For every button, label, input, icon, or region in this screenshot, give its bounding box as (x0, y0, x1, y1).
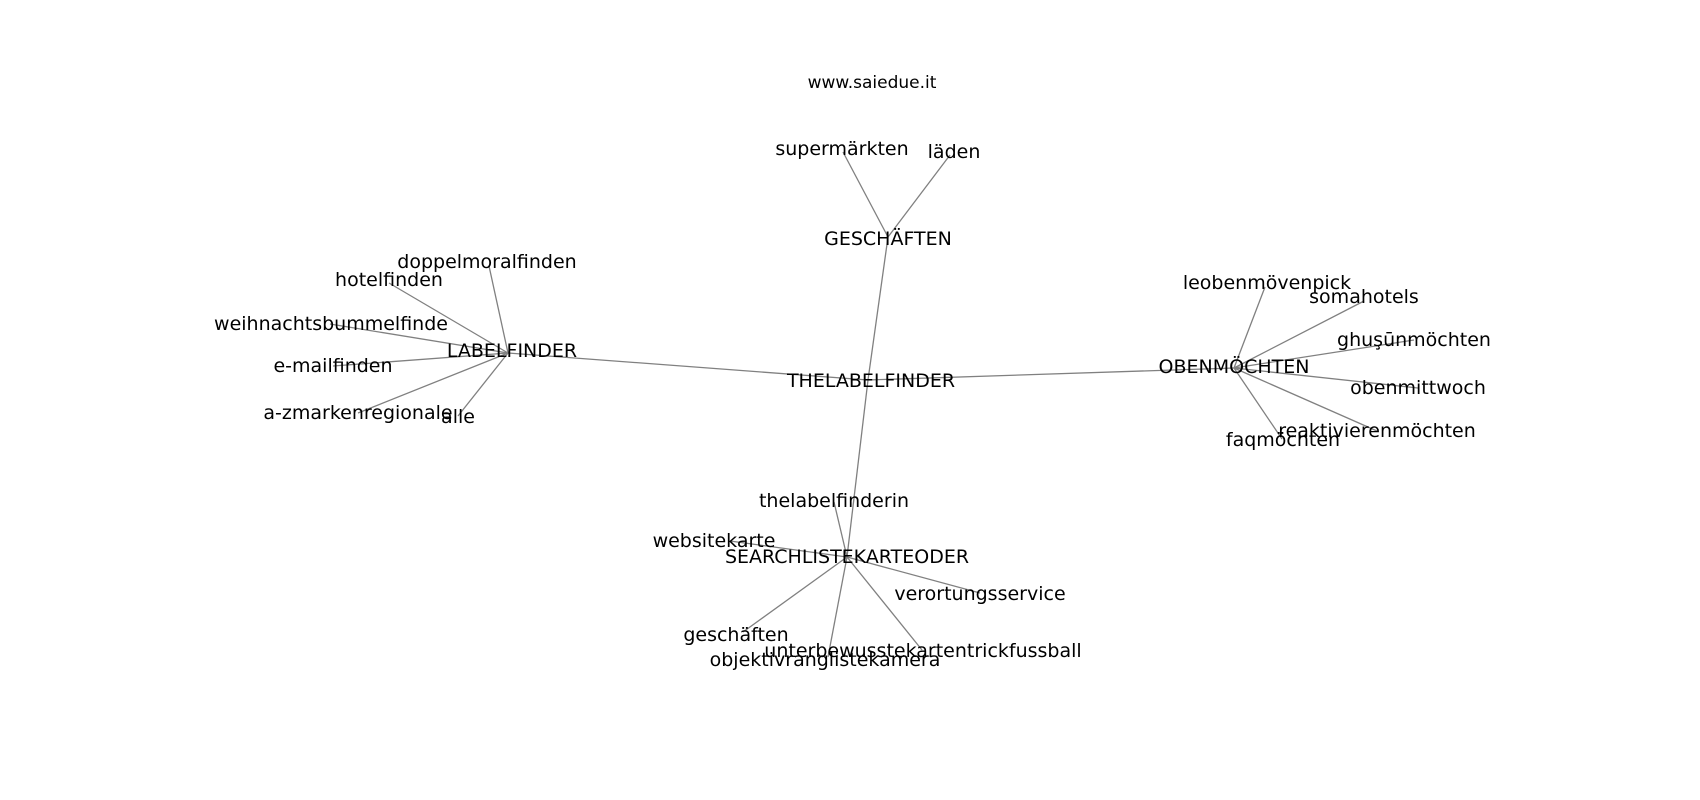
node-supermaerkten-label: supermärkten (775, 138, 908, 160)
edge-root-geschaeften (867, 236, 889, 381)
node-geschaeften-hub-label: GESCHÄFTEN (824, 227, 952, 250)
edge-root-labelfinder (507, 352, 869, 381)
node-doppelmoralfinden-label: doppelmoralfinden (397, 251, 576, 273)
node-reaktivierenmoechten-label: reaktivierenmöchten (1278, 420, 1476, 442)
edge-geschaeften-supermaerkten (842, 151, 889, 238)
node-emailfinden-label: e-mailfinden (273, 355, 392, 377)
edge-root-obenmoechten (867, 367, 1235, 381)
node-thelabelfinderin-label: thelabelfinderin (759, 490, 909, 512)
node-obenmittwoch-label: obenmittwoch (1350, 377, 1486, 399)
edge-geschaeften-laeden (887, 154, 951, 238)
edge-search-websitekarte (729, 540, 848, 558)
node-faqmoechten-label: faqmöchten (1226, 429, 1340, 451)
node-hotelfinden-label: hotelfinden (335, 269, 443, 291)
graph-labels: THELABELFINDER GESCHÄFTEN LABELFINDER OB… (214, 138, 1491, 671)
edge-oben-leobenmoevenpick (1233, 286, 1266, 369)
node-objektivrangliste-label: objektivranglistekamera (710, 649, 941, 671)
graph-edges (329, 151, 1419, 658)
node-geschaeften-leaf-label: geschäften (683, 624, 788, 646)
node-verortungsservice-label: verortungsservice (894, 583, 1065, 605)
edge-search-objektivrangliste (827, 556, 848, 658)
edge-labelfinder-alle (457, 352, 509, 417)
edge-oben-ghusunmoechten (1233, 339, 1415, 369)
node-laeden-label: läden (928, 141, 981, 163)
node-alle-label: alle (441, 406, 475, 428)
node-weihnachtsbummelfinde-label: weihnachtsbummelfinde (214, 313, 448, 335)
edge-search-unterbewusste (846, 556, 923, 651)
node-ghusunmoechten-label: ghuşūnmöchten (1337, 329, 1491, 351)
edge-oben-obenmittwoch (1233, 367, 1419, 389)
edge-labelfinder-hotelfinden (388, 282, 509, 354)
node-azmarkenregionale-label: a-zmarkenregionale (263, 402, 452, 424)
edge-search-verortungsservice (846, 556, 981, 594)
node-searchliste-hub-label: SEARCHLISTEKARTEODER (725, 546, 969, 568)
node-labelfinder-hub-label: LABELFINDER (447, 340, 577, 362)
edge-labelfinder-azmarkenregionale (357, 352, 509, 414)
edge-oben-somahotels (1233, 300, 1365, 369)
node-root-label: THELABELFINDER (786, 370, 955, 392)
site-title: www.saiedue.it (808, 73, 937, 93)
edge-labelfinder-emailfinden (332, 352, 509, 367)
edge-root-searchliste (846, 379, 869, 558)
edge-search-geschaeften (742, 556, 848, 633)
edge-oben-faqmoechten (1233, 367, 1283, 440)
edge-search-thelabelfinderin (833, 501, 848, 558)
node-unterbewusste-label: unterbewusstekartentrickfussball (764, 640, 1081, 662)
edge-oben-reaktivierenmoechten (1233, 367, 1378, 432)
node-obenmoechten-hub-label: OBENMÖCHTEN (1159, 355, 1310, 378)
node-somahotels-label: somahotels (1309, 286, 1419, 308)
edge-labelfinder-doppelmoralfinden (488, 265, 509, 354)
edge-labelfinder-weihnachtsbummelfinde (329, 323, 509, 354)
node-websitekarte-label: websitekarte (653, 530, 776, 552)
node-leobenmoevenpick-label: leobenmövenpick (1183, 272, 1351, 294)
